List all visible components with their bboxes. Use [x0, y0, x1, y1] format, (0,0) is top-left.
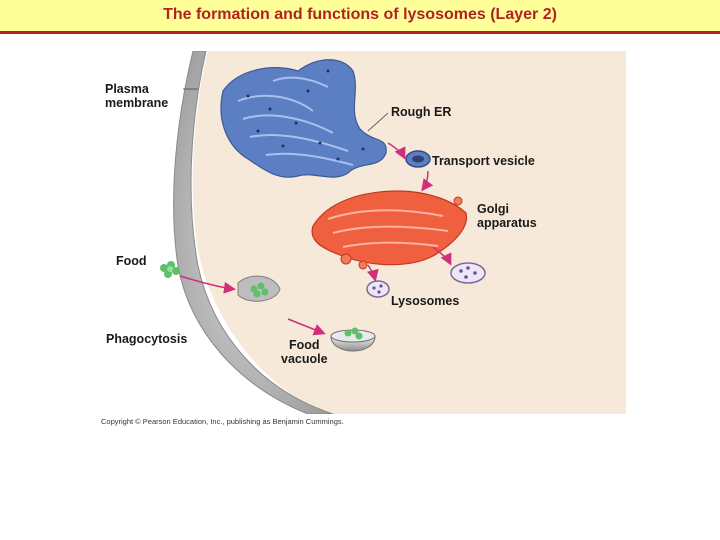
lysosome-large	[450, 262, 486, 284]
arrow-golgi-to-lysosome-small	[366, 264, 379, 282]
label-food: Food	[116, 254, 147, 268]
rough-er-leader	[367, 112, 389, 132]
lysosome-small	[366, 280, 390, 298]
arrow-golgi-to-lysosome-large	[432, 246, 452, 266]
label-plasma-line2: membrane	[105, 96, 169, 110]
label-rough-er: Rough ER	[391, 105, 452, 119]
title-bar: The formation and functions of lysosomes…	[0, 0, 720, 34]
transport-vesicle	[405, 150, 431, 168]
arrow-pocket-to-vacuole	[287, 318, 326, 336]
food-particle	[160, 261, 180, 278]
engulfed-food	[250, 282, 269, 298]
label-golgi-line1: Golgi	[477, 202, 509, 216]
label-transport-vesicle: Transport vesicle	[432, 154, 535, 168]
label-phagocytosis: Phagocytosis	[106, 332, 188, 346]
label-plasma-line1: Plasma	[105, 82, 149, 96]
rough-er	[220, 59, 387, 178]
label-lysosomes: Lysosomes	[391, 294, 460, 308]
label-plasma-membrane: Plasma membrane	[105, 82, 168, 110]
golgi-apparatus	[311, 190, 468, 270]
arrow-er-to-vesicle	[387, 142, 406, 160]
label-golgi-apparatus: Golgi apparatus	[477, 202, 537, 230]
food-vacuole	[330, 327, 376, 352]
slide-title: The formation and functions of lysosomes…	[163, 6, 557, 23]
lysosome-diagram	[98, 51, 626, 414]
label-food-vacuole-line1: Food	[289, 338, 320, 352]
arrow-vesicle-to-golgi	[421, 170, 434, 192]
arrow-food-to-pocket	[179, 275, 236, 294]
copyright-notice: Copyright © Pearson Education, Inc., pub…	[101, 417, 344, 426]
label-food-vacuole-line2: vacuole	[281, 352, 328, 366]
diagram-canvas	[98, 51, 626, 414]
label-golgi-line2: apparatus	[477, 216, 537, 230]
plasma-membrane	[173, 51, 334, 414]
label-food-vacuole: Food vacuole	[281, 338, 328, 366]
